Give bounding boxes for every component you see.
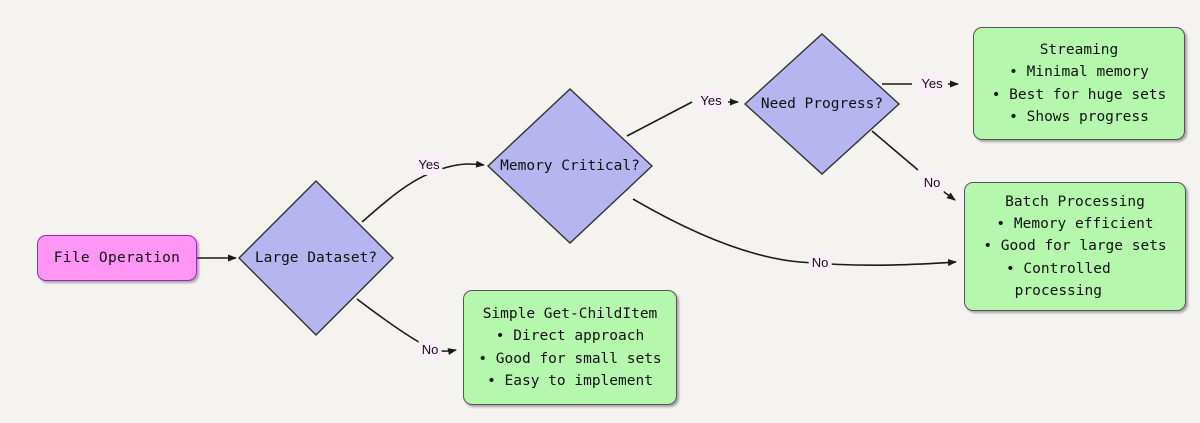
diamond-shape-large-dataset	[238, 180, 394, 336]
node-large-dataset-label: Large Dataset?	[254, 250, 378, 266]
node-simple-get-childitem-title: Simple Get-ChildItem	[482, 306, 658, 323]
node-need-progress-label: Need Progress?	[760, 96, 884, 112]
list-item: Good for large sets	[983, 235, 1167, 257]
edge-label-memory-critical-yes: Yes	[697, 91, 725, 111]
node-simple-get-childitem-bullets: Direct approach Good for small sets Easy…	[478, 325, 662, 392]
node-simple-get-childitem[interactable]: Simple Get-ChildItem Direct approach Goo…	[463, 290, 677, 405]
node-file-operation-label: File Operation	[53, 250, 181, 266]
node-need-progress[interactable]: Need Progress?	[742, 31, 902, 177]
node-batch-processing-bullets: Memory efficient Good for large sets Con…	[983, 213, 1167, 302]
edge-label-need-progress-yes: Yes	[918, 74, 946, 94]
edge-label-memory-critical-no: No	[808, 253, 832, 273]
edge-label-need-progress-no: No	[920, 173, 944, 193]
node-streaming-bullets: Minimal memory Best for huge sets Shows …	[992, 61, 1167, 128]
list-item: Good for small sets	[478, 348, 662, 370]
node-streaming[interactable]: Streaming Minimal memory Best for huge s…	[973, 27, 1185, 140]
node-large-dataset[interactable]: Large Dataset?	[236, 178, 396, 338]
list-item: Shows progress	[992, 106, 1167, 128]
list-item: Minimal memory	[992, 61, 1167, 83]
diamond-shape-memory-critical	[486, 88, 654, 244]
list-item: Best for huge sets	[992, 84, 1166, 106]
list-item: Easy to implement	[478, 370, 661, 392]
node-memory-critical-label: Memory Critical?	[500, 158, 640, 174]
edge-memory-critical-no-to-batch-processing	[632, 198, 957, 267]
list-item: Direct approach	[478, 325, 661, 347]
edge-memory-critical-yes-to-need-progress	[626, 102, 738, 137]
node-file-operation[interactable]: File Operation	[37, 235, 197, 281]
node-batch-processing-title: Batch Processing	[1005, 194, 1145, 211]
list-item: Controlled processing	[983, 258, 1133, 302]
edge-large-dataset-yes-to-memory-critical	[361, 160, 485, 223]
diamond-shape-need-progress	[743, 33, 901, 175]
node-batch-processing[interactable]: Batch Processing Memory efficient Good f…	[964, 182, 1186, 311]
node-streaming-title: Streaming	[1039, 42, 1119, 59]
node-memory-critical[interactable]: Memory Critical?	[485, 86, 655, 246]
edge-label-large-dataset-no: No	[418, 340, 442, 360]
list-item: Memory efficient	[983, 213, 1166, 235]
edge-label-large-dataset-yes: Yes	[415, 155, 443, 175]
